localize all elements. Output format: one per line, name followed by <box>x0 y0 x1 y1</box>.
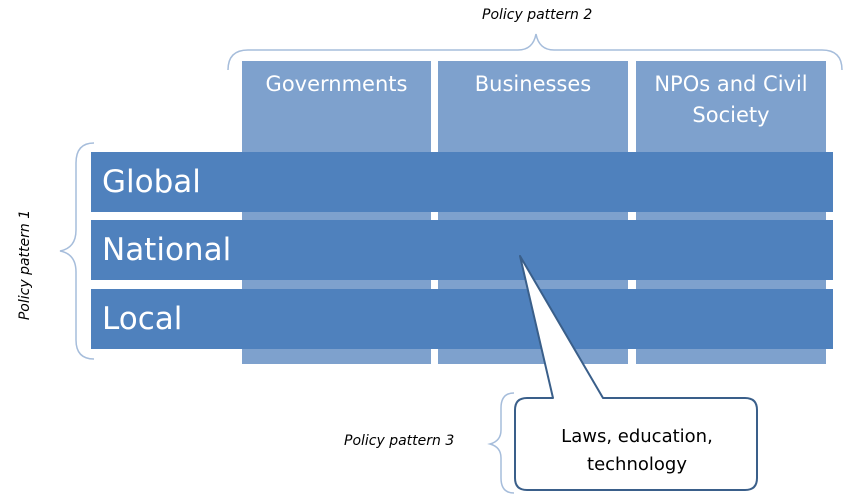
row-global: Global <box>91 152 833 212</box>
top-brace <box>227 33 843 71</box>
row-local: Local <box>91 289 833 349</box>
policy-pattern-1-label: Policy pattern 1 <box>17 209 33 321</box>
bottom-brace <box>487 392 515 494</box>
callout-text: Laws, education, technology <box>516 412 758 490</box>
callout-line-1: Laws, education, <box>561 426 713 447</box>
row-national: National <box>91 220 833 280</box>
callout-bubble <box>514 255 758 491</box>
policy-pattern-3-label: Policy pattern 3 <box>344 433 455 449</box>
policy-pattern-2-label: Policy pattern 2 <box>482 7 593 23</box>
callout-line-2: technology <box>587 454 687 475</box>
left-brace <box>59 142 95 360</box>
